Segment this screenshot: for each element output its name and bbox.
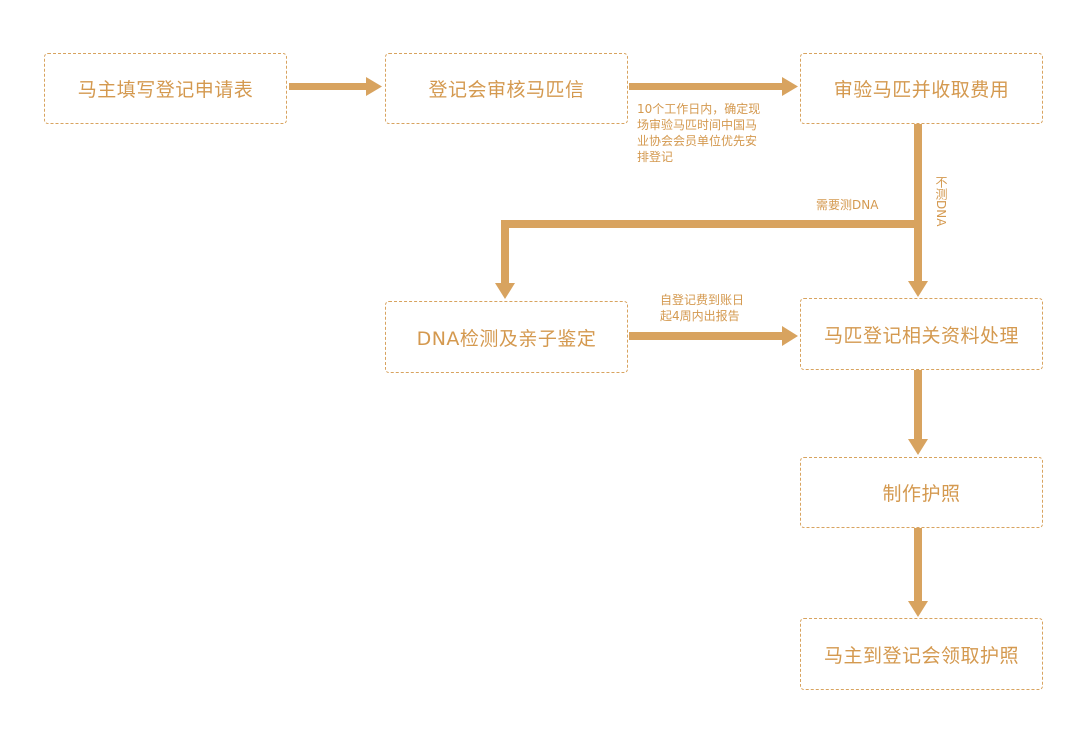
step-label: 马主到登记会领取护照	[823, 644, 1019, 667]
note-text: 不测DNA	[934, 176, 948, 227]
step-make-passport: 制作护照	[800, 457, 1043, 528]
step-process-registration-data: 马匹登记相关资料处理	[800, 298, 1043, 370]
arrow-branch-to-dna-horizontal	[501, 220, 922, 228]
note-line: 场审验马匹时间中国马	[637, 118, 758, 132]
note-line: 排登记	[637, 150, 674, 164]
arrowhead-branch-to-dna	[495, 283, 515, 299]
arrow-process-to-passport	[914, 370, 922, 442]
arrow-branch-to-dna-vertical	[501, 220, 509, 286]
step-label: 登记会审核马匹信	[428, 79, 585, 101]
note-no-dna: 不测DNA	[933, 176, 949, 226]
step-review-horse-info: 登记会审核马匹信	[385, 53, 628, 124]
arrow-dna-to-process	[629, 332, 785, 340]
step-fill-application-form: 马主填写登记申请表	[44, 53, 287, 124]
arrowhead-process-to-passport	[908, 439, 928, 455]
step-inspect-and-charge: 审验马匹并收取费用	[800, 53, 1043, 124]
arrowhead-inspect-to-process	[908, 281, 928, 297]
step-label: DNA检测及亲子鉴定	[416, 327, 597, 350]
note-line: 10个工作日内，确定现	[637, 102, 761, 116]
arrowhead-review-to-inspect	[782, 77, 798, 96]
arrowhead-passport-to-collect	[908, 601, 928, 617]
note-text: 需要测DNA	[816, 198, 879, 212]
step-label: 制作护照	[882, 483, 961, 505]
arrow-inspect-to-process	[914, 124, 922, 284]
note-review-to-inspect: 10个工作日内，确定现 场审验马匹时间中国马 业协会会员单位优先安 排登记	[637, 101, 797, 165]
arrow-fill-to-review	[289, 83, 369, 90]
arrow-review-to-inspect	[629, 83, 785, 90]
note-dna-report-time: 自登记费到账日 起4周内出报告	[660, 292, 744, 324]
note-line: 起4周内出报告	[660, 309, 740, 323]
note-line: 业协会会员单位优先安	[637, 134, 758, 148]
arrowhead-fill-to-review	[366, 77, 382, 96]
step-label: 马匹登记相关资料处理	[823, 324, 1019, 347]
step-dna-test: DNA检测及亲子鉴定	[385, 301, 628, 373]
arrowhead-dna-to-process	[782, 326, 798, 346]
step-collect-passport: 马主到登记会领取护照	[800, 618, 1043, 690]
step-label: 马主填写登记申请表	[77, 79, 254, 101]
step-label: 审验马匹并收取费用	[833, 79, 1010, 101]
note-need-dna: 需要测DNA	[816, 197, 878, 213]
note-line: 自登记费到账日	[660, 293, 745, 307]
arrow-passport-to-collect	[914, 528, 922, 604]
